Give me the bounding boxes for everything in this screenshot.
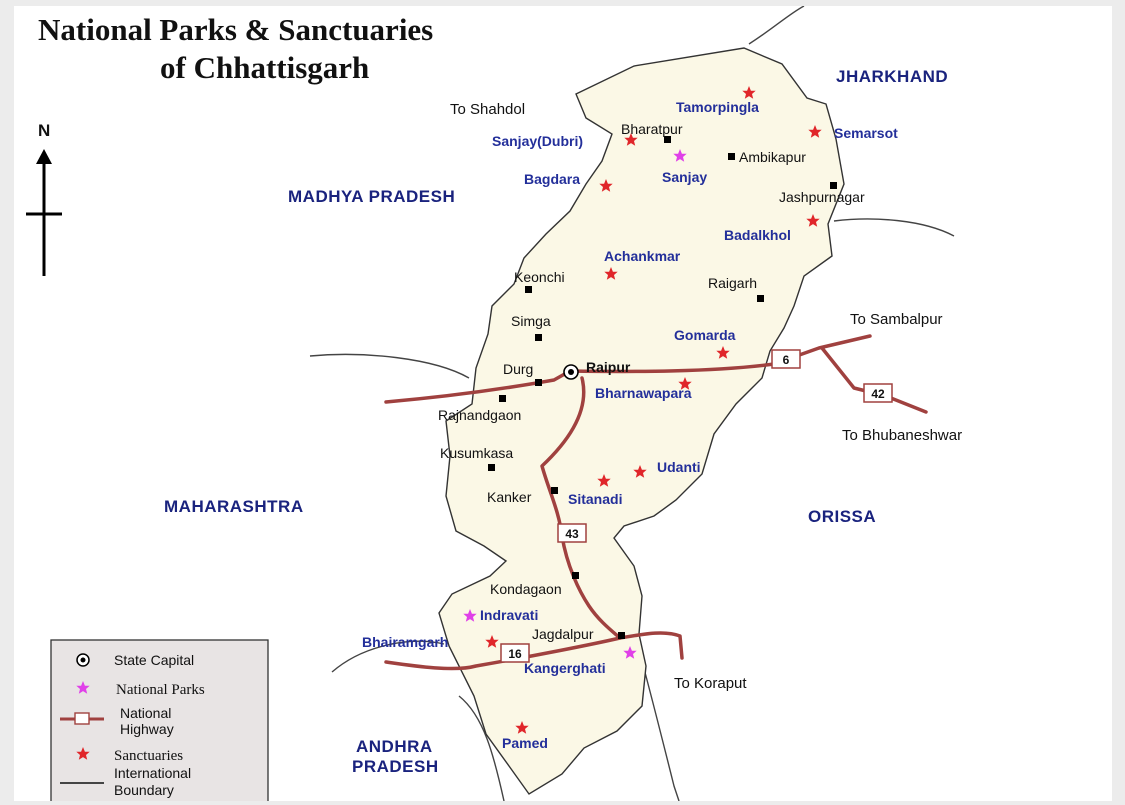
dest-sambalpur: To Sambalpur <box>850 311 943 328</box>
town-durg: Durg <box>503 361 542 386</box>
town-jashpurnagar: Jashpurnagar <box>779 182 865 205</box>
chhattisgarh-map: 6 42 43 16 National Parks & Sanctuaries … <box>26 6 962 801</box>
town-raigarh: Raigarh <box>708 275 764 302</box>
town-ambikapur: Ambikapur <box>728 149 806 165</box>
svg-text:Semarsot: Semarsot <box>834 125 898 141</box>
highway-boxes: 6 42 43 16 <box>500 349 893 663</box>
town-kusumkasa: Kusumkasa <box>440 445 513 471</box>
sanctuary-sitanadi: Sitanadi <box>568 474 622 507</box>
sanctuary-badalkhol: Badalkhol <box>724 214 820 243</box>
town-kanker: Kanker <box>487 487 558 505</box>
legend-national-highway: National Highway <box>60 705 174 737</box>
dest-bhubaneshwar: To Bhubaneshwar <box>842 427 962 444</box>
svg-text:Badalkhol: Badalkhol <box>724 227 791 243</box>
region-andhra: ANDHRA <box>356 737 433 756</box>
svg-text:Raipur: Raipur <box>586 359 631 375</box>
region-orissa: ORISSA <box>808 507 876 526</box>
dest-shahdol: To Shahdol <box>450 101 525 118</box>
svg-text:43: 43 <box>565 527 579 541</box>
map-frame: 6 42 43 16 National Parks & Sanctuaries … <box>14 6 1112 801</box>
park-indravati: Indravati <box>463 607 538 623</box>
svg-text:Kusumkasa: Kusumkasa <box>440 445 513 461</box>
legend-international-boundary: International Boundary <box>60 765 191 798</box>
region-jharkhand: JHARKHAND <box>836 67 948 86</box>
dest-koraput: To Koraput <box>674 675 747 692</box>
legend-sanctuaries: Sanctuaries <box>76 747 183 764</box>
sanctuary-achankmar: Achankmar <box>604 248 681 280</box>
highway-box-43: 43 <box>557 523 587 543</box>
svg-text:Kanker: Kanker <box>487 489 532 505</box>
region-pradesh: PRADESH <box>352 757 439 776</box>
svg-text:Bhairamgarh: Bhairamgarh <box>362 634 448 650</box>
svg-text:16: 16 <box>508 647 522 661</box>
highway-nh16 <box>384 631 684 671</box>
state-outline <box>438 47 845 795</box>
national-parks: Sanjay Indravati Kangerghati <box>463 149 707 676</box>
sanctuaries: Tamorpingla Semarsot Sanjay(Dubri) Bagda… <box>362 86 898 751</box>
legend-national-parks: National Parks <box>76 681 205 698</box>
svg-text:Rajnandgaon: Rajnandgaon <box>438 407 521 423</box>
svg-text:National: National <box>120 705 171 721</box>
legend: State Capital National Parks National Hi… <box>50 639 269 801</box>
park-kangerghati: Kangerghati <box>524 646 637 676</box>
sanctuary-bharnawapara: Bharnawapara <box>595 377 692 401</box>
town-bharatpur: Bharatpur <box>621 121 683 143</box>
svg-text:Indravati: Indravati <box>480 607 538 623</box>
map-title-line1: National Parks & Sanctuaries <box>38 12 433 47</box>
svg-text:N: N <box>38 121 50 140</box>
svg-text:Durg: Durg <box>503 361 533 377</box>
park-sanjay: Sanjay <box>662 149 707 185</box>
map-title-line2: of Chhattisgarh <box>160 50 369 85</box>
region-madhya-pradesh: MADHYA PRADESH <box>288 187 455 206</box>
svg-text:International: International <box>114 765 191 781</box>
svg-text:Achankmar: Achankmar <box>604 248 681 264</box>
sanctuary-bhairamgarh: Bhairamgarh <box>362 634 499 650</box>
sanctuary-sanjay-dubri: Sanjay(Dubri) <box>492 133 638 149</box>
svg-text:Boundary: Boundary <box>114 782 174 798</box>
town-kondagaon: Kondagaon <box>490 572 579 597</box>
svg-text:Sitanadi: Sitanadi <box>568 491 622 507</box>
towns: Bharatpur Ambikapur Jashpurnagar Keonchi… <box>438 121 865 642</box>
svg-text:Udanti: Udanti <box>657 459 701 475</box>
region-maharashtra: MAHARASHTRA <box>164 497 304 516</box>
svg-text:Jashpurnagar: Jashpurnagar <box>779 189 865 205</box>
svg-text:National Parks: National Parks <box>116 682 205 698</box>
town-simga: Simga <box>511 313 551 341</box>
svg-text:Pamed: Pamed <box>502 735 548 751</box>
state-capital-raipur: Raipur <box>563 359 631 380</box>
svg-text:Bharatpur: Bharatpur <box>621 121 683 137</box>
svg-text:Kondagaon: Kondagaon <box>490 581 562 597</box>
sanctuary-udanti: Udanti <box>633 459 701 478</box>
sanctuary-bagdara: Bagdara <box>524 171 613 192</box>
svg-text:Kangerghati: Kangerghati <box>524 660 606 676</box>
svg-text:Sanjay(Dubri): Sanjay(Dubri) <box>492 133 583 149</box>
north-arrow-icon: N <box>26 121 62 276</box>
svg-text:Sanjay: Sanjay <box>662 169 707 185</box>
svg-text:Highway: Highway <box>120 721 174 737</box>
town-jagdalpur: Jagdalpur <box>532 626 625 642</box>
svg-text:Bagdara: Bagdara <box>524 171 580 187</box>
sanctuary-tamorpingla: Tamorpingla <box>676 86 759 115</box>
svg-text:Keonchi: Keonchi <box>514 269 565 285</box>
svg-text:6: 6 <box>783 353 790 367</box>
sanctuary-semarsot: Semarsot <box>808 125 898 141</box>
town-keonchi: Keonchi <box>514 269 565 293</box>
svg-text:Raigarh: Raigarh <box>708 275 757 291</box>
svg-text:State Capital: State Capital <box>114 652 194 668</box>
svg-text:Jagdalpur: Jagdalpur <box>532 626 594 642</box>
svg-text:Sanctuaries: Sanctuaries <box>114 748 183 764</box>
sanctuary-gomarda: Gomarda <box>674 327 736 359</box>
svg-text:Simga: Simga <box>511 313 551 329</box>
svg-text:42: 42 <box>871 387 885 401</box>
highway-box-42: 42 <box>863 383 893 403</box>
highway-box-16: 16 <box>500 643 530 663</box>
svg-text:Ambikapur: Ambikapur <box>739 149 806 165</box>
svg-text:Bharnawapara: Bharnawapara <box>595 385 692 401</box>
legend-state-capital: State Capital <box>76 652 194 668</box>
svg-text:Tamorpingla: Tamorpingla <box>676 99 759 115</box>
highway-box-6: 6 <box>771 349 801 369</box>
svg-text:Gomarda: Gomarda <box>674 327 736 343</box>
sanctuary-pamed: Pamed <box>502 721 548 751</box>
town-rajnandgaon: Rajnandgaon <box>438 395 521 423</box>
